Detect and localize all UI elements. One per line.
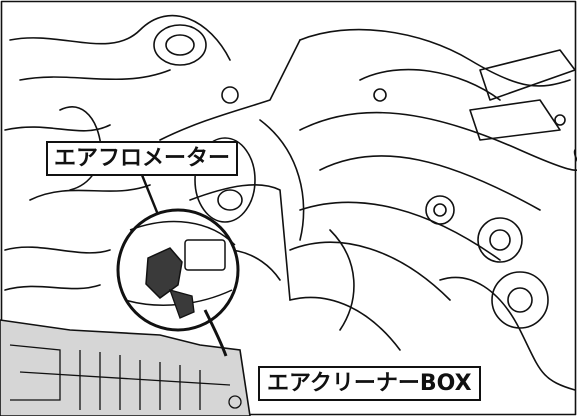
air-cleaner-box-shape xyxy=(0,319,251,416)
sensor-shape xyxy=(145,247,183,299)
intake-duct xyxy=(159,39,305,301)
air-flow-meter-label: エアフロメーター xyxy=(46,141,239,176)
air-cleaner-box-label: エアクリーナーBOX xyxy=(258,366,481,401)
engine-background-right xyxy=(289,28,577,391)
air-flow-meter-detail xyxy=(116,208,240,357)
